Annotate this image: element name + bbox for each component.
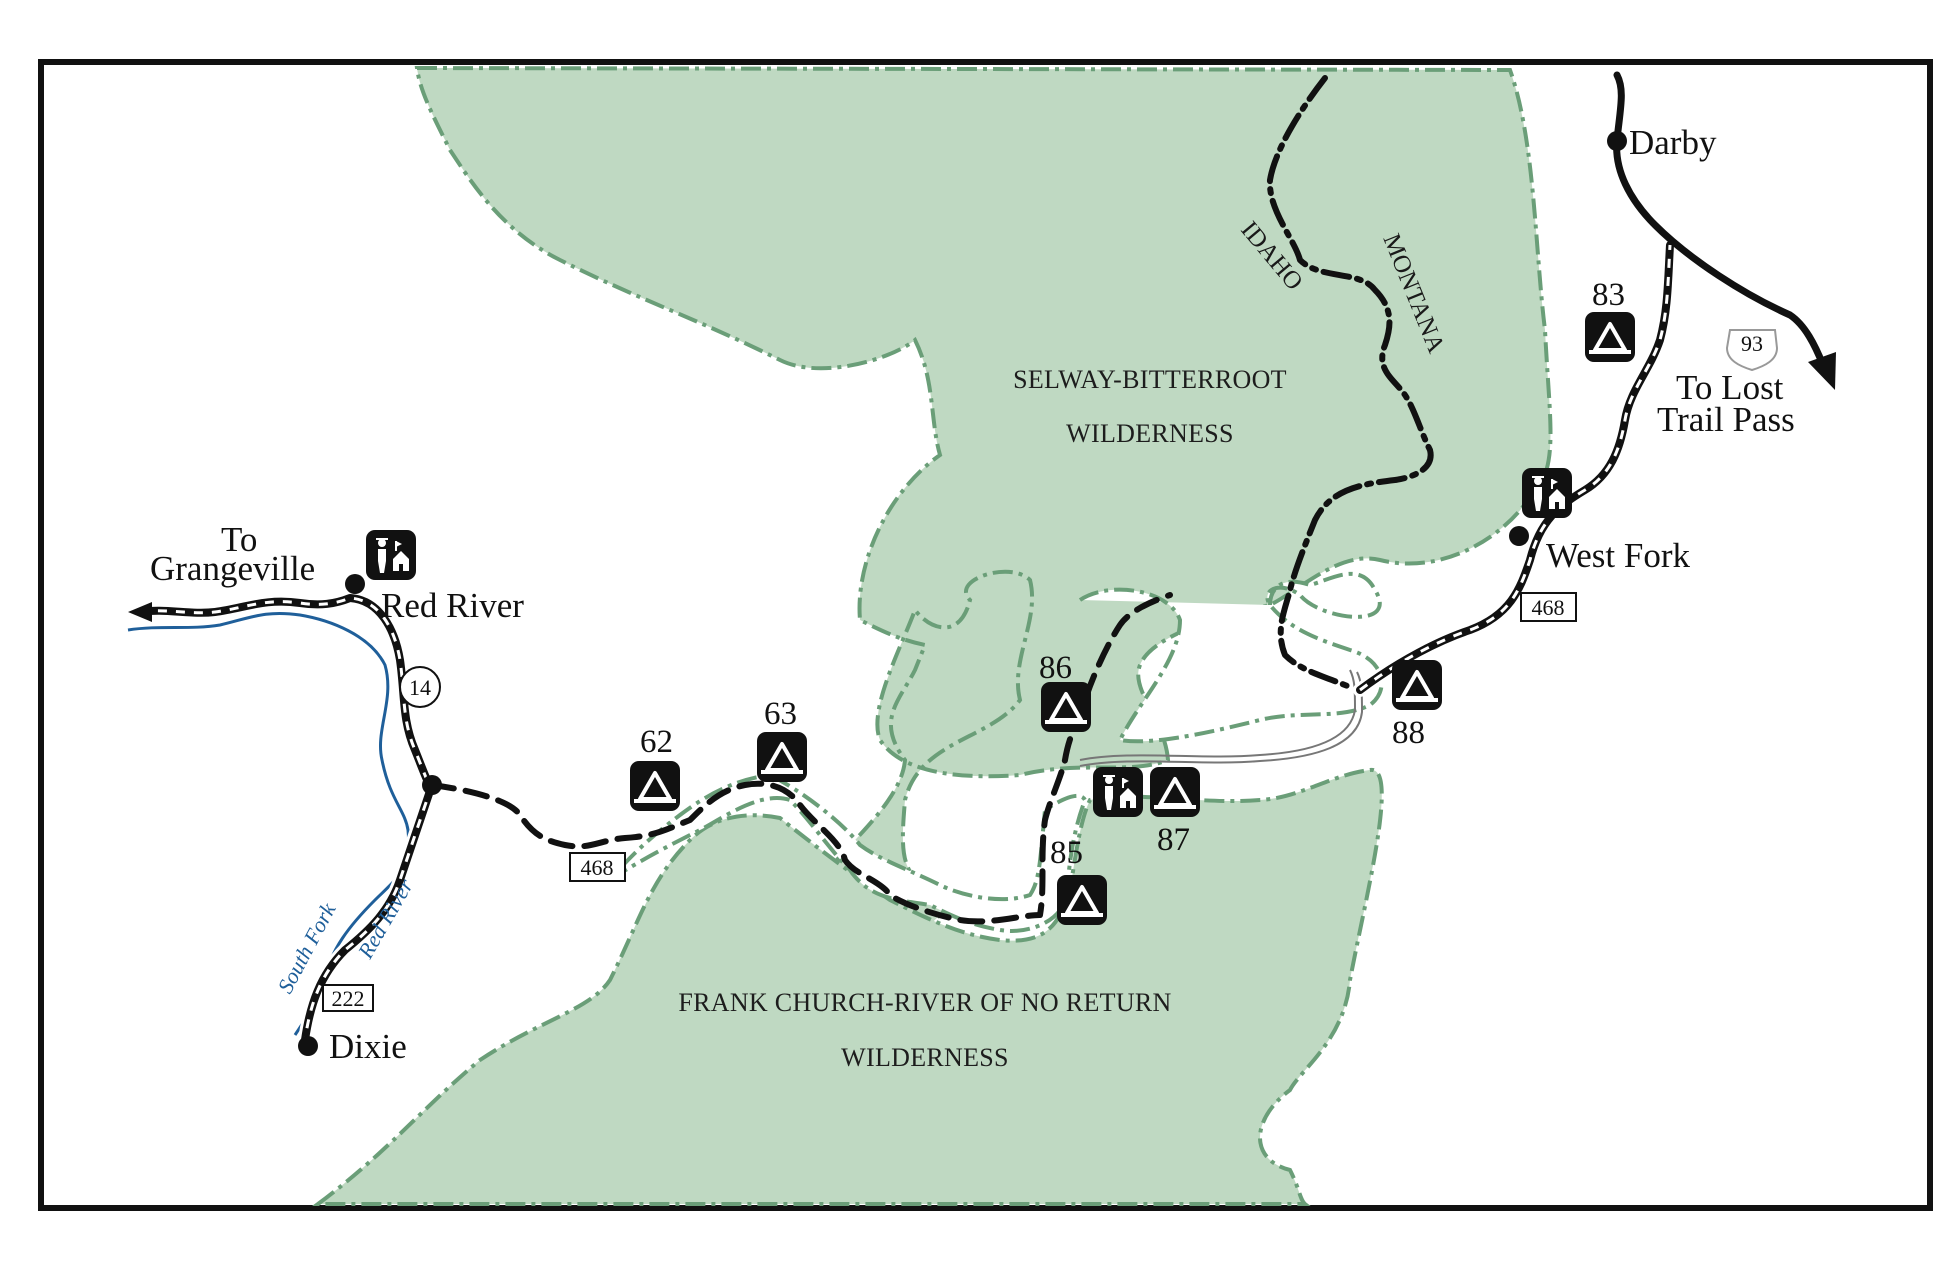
state-14-label: 14 [409, 675, 431, 700]
grangeville-arrow [128, 602, 152, 622]
frank-church-label-line1: FRANK CHURCH-RIVER OF NO RETURN [678, 988, 1171, 1017]
us-highway-93 [1613, 71, 1827, 369]
fr-468-east-shield: 468 [1520, 592, 1577, 622]
campground-88-number: 88 [1392, 715, 1425, 751]
dixie-town-dot-icon [298, 1036, 318, 1056]
fr-222-label: 222 [332, 986, 365, 1011]
selway-ranger-station-icon[interactable] [1092, 766, 1144, 818]
darby-label: Darby [1629, 123, 1717, 162]
campground-62-number: 62 [640, 724, 673, 760]
campground-86-tent-icon[interactable] [1039, 680, 1093, 734]
campground-83-number: 83 [1592, 277, 1625, 313]
campground-83-tent-icon[interactable] [1583, 310, 1637, 364]
to-grangeville-line1: To [221, 520, 257, 559]
campground-63-tent-icon[interactable] [755, 730, 809, 784]
south-fork-red-river [127, 611, 411, 1036]
to-lost-trail-line2: Trail Pass [1657, 400, 1795, 439]
fr-222-shield: 222 [322, 984, 374, 1012]
selway-corridor-road [1079, 669, 1364, 767]
darby-town-dot-icon [1607, 131, 1627, 151]
lost-trail-arrow [1808, 352, 1836, 390]
frank-church-label-line2: WILDERNESS [841, 1043, 1009, 1072]
red-river-town-dot-icon [345, 574, 365, 594]
campground-63-number: 63 [764, 696, 797, 732]
campground-87-tent-icon[interactable] [1148, 765, 1202, 819]
fr-468-west-label: 468 [581, 855, 614, 880]
us-93-label: 93 [1741, 331, 1763, 356]
campground-87-number: 87 [1157, 822, 1190, 858]
selway-bitterroot-label-line2: WILDERNESS [1066, 419, 1234, 448]
dixie-label: Dixie [329, 1027, 407, 1066]
frank-church-corridor [608, 772, 1088, 933]
selway-corridor [1078, 571, 1384, 744]
west-fork-town-dot-icon [1509, 526, 1529, 546]
idaho-montana-border [1266, 75, 1434, 690]
to-grangeville-line2: Grangeville [150, 549, 315, 588]
west-fork-road [1353, 238, 1677, 697]
state-14-shield: 14 [399, 666, 441, 708]
to-lost-trail-line1: To Lost [1676, 368, 1784, 407]
red-river-ranger-station-icon[interactable] [365, 529, 417, 581]
road-222 [298, 778, 439, 1047]
campground-88-tent-icon[interactable] [1390, 658, 1444, 712]
campground-85-number: 85 [1050, 835, 1083, 871]
west-fork-ranger-station-icon[interactable] [1521, 467, 1573, 519]
selway-bitterroot-label-line1: SELWAY-BITTERROOT [1013, 365, 1287, 394]
west-fork-label: West Fork [1546, 536, 1690, 575]
red-river-label: Red River [381, 586, 524, 625]
fr-468-east-label: 468 [1532, 595, 1565, 620]
highway-14 [133, 591, 439, 793]
junction-town-dot-icon [422, 775, 442, 795]
campground-85-tent-icon[interactable] [1055, 873, 1109, 927]
campground-62-tent-icon[interactable] [628, 759, 682, 813]
selway-bitterroot-wilderness-area [414, 65, 1553, 941]
us-93-shield: 93 [1725, 329, 1779, 372]
fr-468-west-shield: 468 [569, 852, 626, 882]
campground-86-number: 86 [1039, 650, 1072, 686]
